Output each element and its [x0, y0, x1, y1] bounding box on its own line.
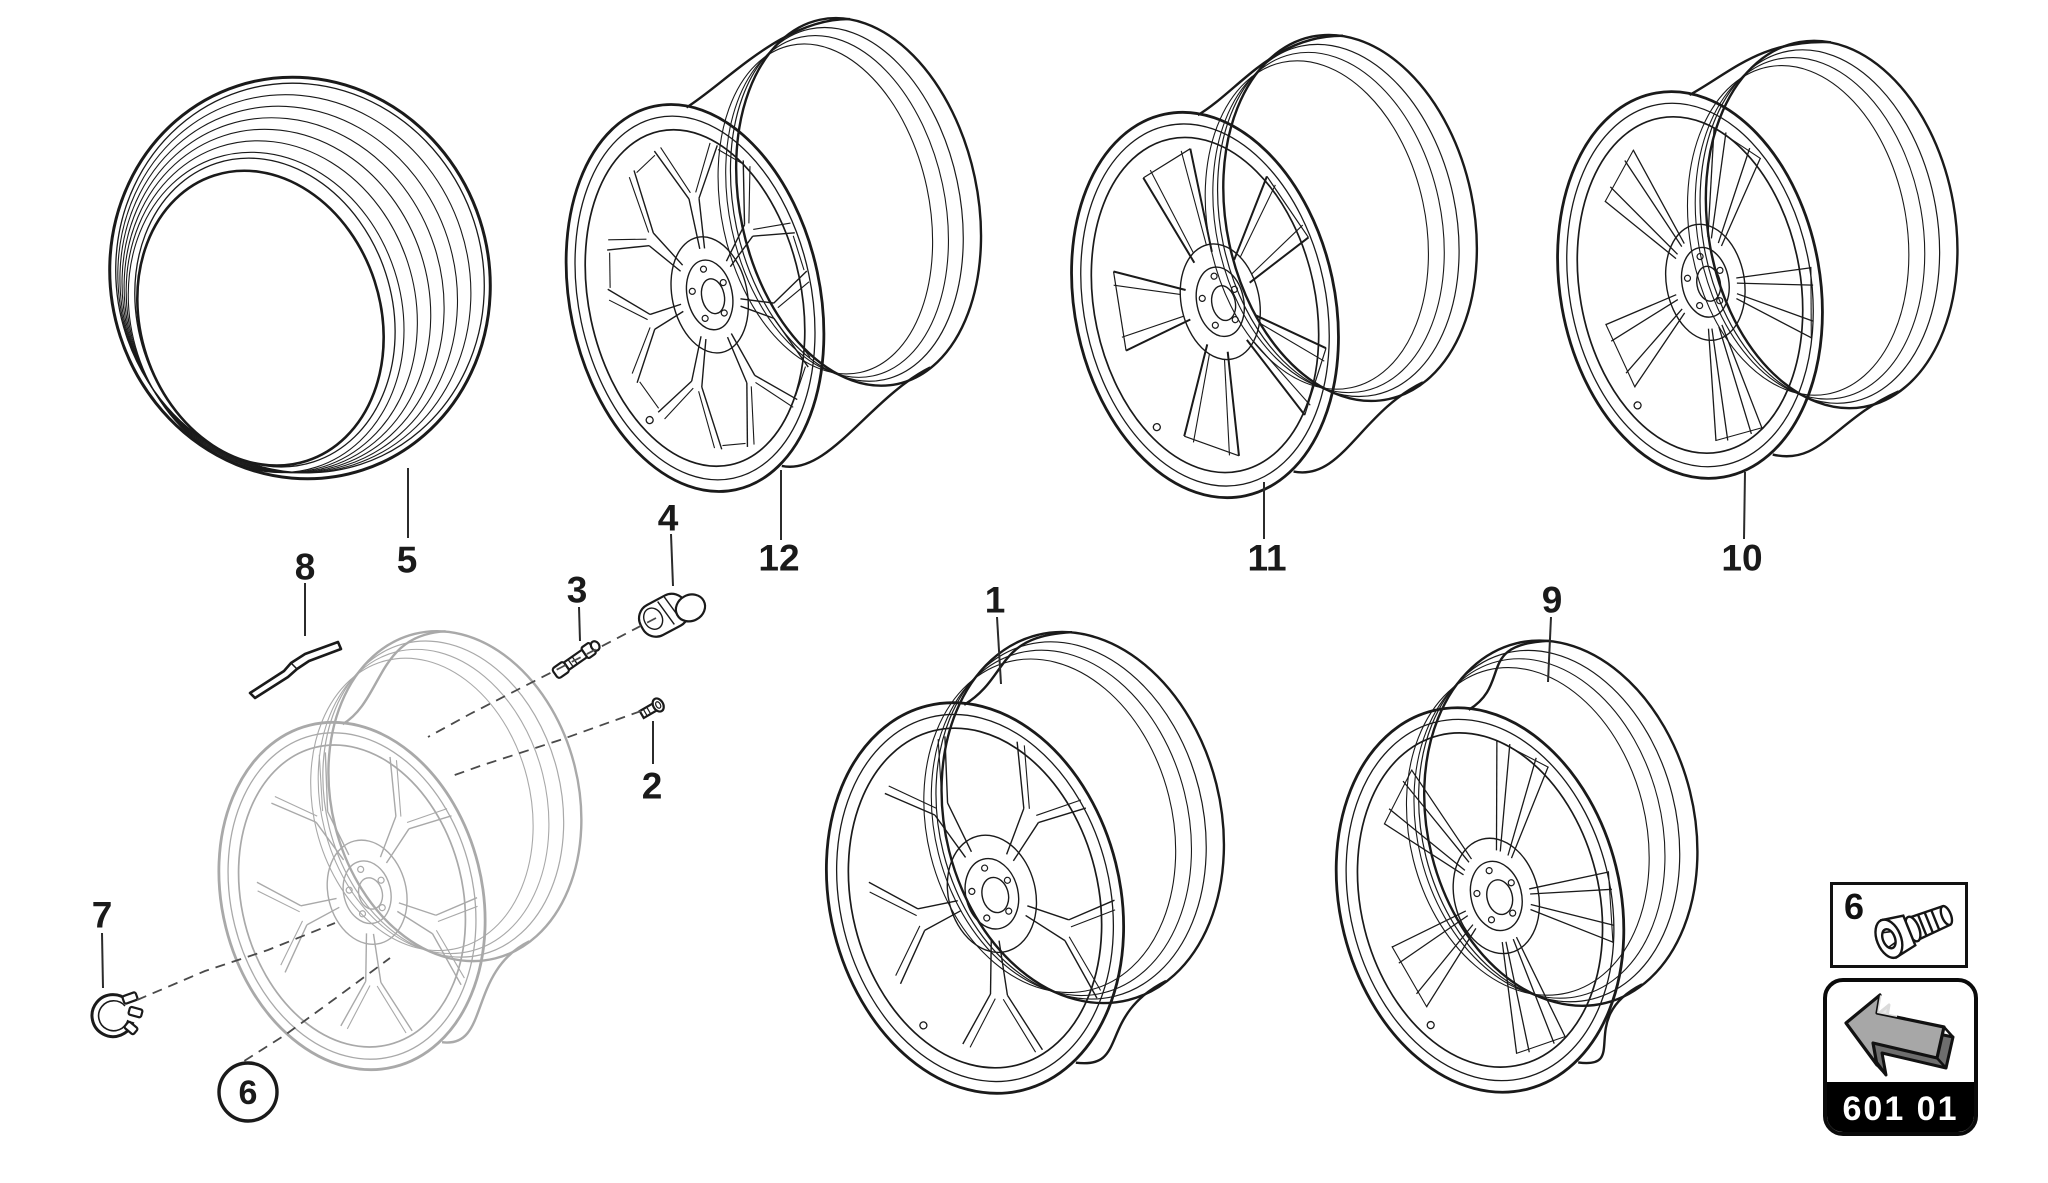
callout-12[interactable]: 12 [758, 538, 799, 579]
callout-label-5: 5 [397, 540, 418, 581]
assembly-dash-screw-to-wheel [451, 710, 642, 777]
leader-line-3 [578, 606, 581, 642]
callout-label-4: 4 [658, 498, 679, 539]
leader-line-7 [101, 932, 104, 989]
callout-3[interactable]: 3 [567, 570, 588, 611]
page-nav-thumbnail[interactable]: 601 01 [1823, 978, 1978, 1136]
tyre-illustration [108, 75, 492, 481]
callout-label-8: 8 [295, 547, 316, 588]
callout-10[interactable]: 10 [1721, 538, 1762, 579]
wheel-mounted-illustration [217, 629, 583, 1072]
wheel-10-illustration [1556, 39, 1959, 480]
callout-4[interactable]: 4 [658, 498, 679, 539]
callout-label-11: 11 [1247, 538, 1286, 579]
callout-label-7: 7 [92, 895, 113, 936]
callout-1[interactable]: 1 [985, 580, 1006, 621]
callout-6[interactable]: 6 [217, 1061, 279, 1123]
callout-label-12: 12 [758, 538, 799, 579]
assembly-dash-clamp-to-wheel [136, 922, 336, 1001]
wheel-bolt-icon [1874, 904, 1954, 960]
leader-line-10 [1743, 471, 1746, 540]
leader-line-1 [996, 616, 1002, 685]
leader-line-9 [1547, 616, 1552, 683]
callout-11[interactable]: 11 [1247, 538, 1286, 579]
callout-label-1: 1 [985, 580, 1006, 621]
assembly-dash-sensor-to-wheel [427, 617, 657, 738]
callout-label-3: 3 [567, 570, 588, 611]
wheel-12-illustration [564, 16, 983, 493]
legend-number-label: 6 [1844, 886, 1865, 927]
fastener-legend-box[interactable]: 6 [1830, 882, 1968, 968]
leader-line-4 [670, 533, 674, 587]
balance-weight-illustration [248, 640, 343, 700]
wheel-1-illustration [824, 630, 1226, 1095]
valve-screw-illustration [638, 697, 665, 720]
callout-7[interactable]: 7 [92, 895, 113, 936]
callout-label-2: 2 [642, 766, 663, 807]
back-arrow-icon [1827, 982, 1974, 1084]
page-code-label: 601 01 [1827, 1082, 1974, 1132]
callout-label-10: 10 [1721, 538, 1762, 579]
callout-9[interactable]: 9 [1542, 580, 1563, 621]
callout-8[interactable]: 8 [295, 547, 316, 588]
tpms-sensor-illustration [637, 592, 707, 638]
callout-label-6: 6 [239, 1074, 258, 1112]
wheel-11-illustration [1070, 33, 1479, 500]
callout-2[interactable]: 2 [642, 766, 663, 807]
callout-5[interactable]: 5 [397, 540, 418, 581]
callout-label-9: 9 [1542, 580, 1563, 621]
hose-clamp-illustration [90, 991, 144, 1039]
wheel-9-illustration [1334, 639, 1699, 1094]
